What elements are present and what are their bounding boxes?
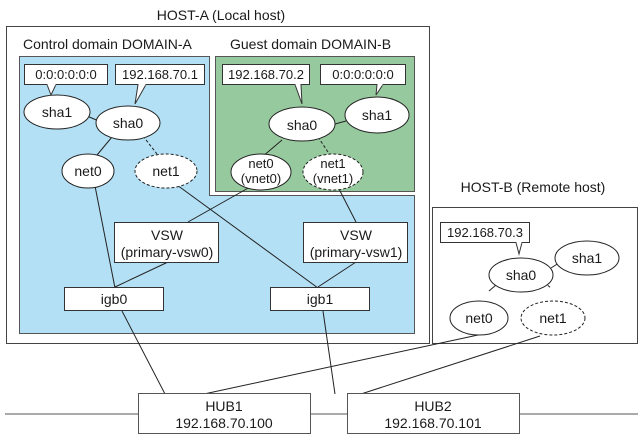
nic-igb1: igb1 [270, 287, 370, 311]
addr-text: 192.168.70.1 [122, 67, 198, 82]
svg-text:sha0: sha0 [287, 117, 318, 133]
link-hostb-net0-hub1 [203, 334, 479, 395]
svg-text:VSW: VSW [340, 227, 373, 243]
addr-box-sha0-a: 192.168.70.1 [115, 64, 205, 105]
link-vsw0-igb0 [114, 261, 169, 288]
link-igb0-hub1 [121, 310, 166, 395]
nic-igb0: igb0 [64, 287, 164, 311]
node-sha1-b: sha1 [344, 96, 410, 134]
link-sha0-net0-a [96, 136, 113, 156]
addr-text: 0:0:0:0:0:0 [332, 67, 393, 82]
connection-lines [86, 115, 563, 395]
node-sha0-b: sha0 [268, 106, 336, 142]
svg-text:192.168.70.101: 192.168.70.101 [384, 415, 482, 431]
svg-text:net1: net1 [320, 156, 345, 171]
addr-text: 192.168.70.3 [447, 225, 523, 240]
addr-box-sha0-hostb: 192.168.70.3 [440, 222, 530, 256]
node-net0-vnet0: net0 (vnet0) [230, 153, 292, 191]
svg-text:net0: net0 [74, 163, 101, 179]
svg-text:net0: net0 [248, 156, 273, 171]
hub-1: HUB1 192.168.70.100 [138, 393, 311, 434]
link-sha0-net1-a [142, 135, 158, 155]
svg-text:(primary-vsw1): (primary-vsw1) [310, 244, 403, 260]
svg-text:sha1: sha1 [42, 104, 73, 120]
svg-text:HUB2: HUB2 [414, 398, 452, 414]
vsw-primary-vsw1: VSW (primary-vsw1) [303, 222, 408, 263]
svg-text:192.168.70.100: 192.168.70.100 [175, 415, 273, 431]
svg-text:VSW: VSW [151, 227, 184, 243]
addr-box-sha1-b: 0:0:0:0:0:0 [320, 64, 406, 96]
svg-text:(primary-vsw0): (primary-vsw0) [121, 244, 214, 260]
link-vsw1-igb1 [317, 261, 357, 288]
svg-text:igb0: igb0 [101, 291, 128, 307]
svg-text:(vnet0): (vnet0) [241, 171, 281, 186]
link-vnet0-vsw0 [187, 186, 251, 223]
addr-box-sha1-a: 0:0:0:0:0:0 [24, 64, 108, 97]
node-net1-hostb: net1 [520, 300, 586, 336]
svg-text:sha0: sha0 [506, 267, 537, 283]
addr-text: 192.168.70.2 [228, 67, 304, 82]
vsw-primary-vsw0: VSW (primary-vsw0) [114, 222, 219, 263]
addr-text: 0:0:0:0:0:0 [35, 67, 96, 82]
svg-text:sha1: sha1 [572, 250, 603, 266]
host-a-title: HOST-A (Local host) [157, 7, 285, 23]
control-domain-title: Control domain DOMAIN-A [23, 36, 192, 52]
host-b-title: HOST-B (Remote host) [461, 179, 606, 195]
node-net1-a: net1 [134, 153, 198, 189]
node-sha1-hostb: sha1 [554, 240, 620, 276]
node-sha0-hostb: sha0 [488, 257, 554, 293]
link-hostb-net1-hub2 [360, 335, 541, 395]
node-sha0-a: sha0 [95, 105, 161, 141]
svg-text:net0: net0 [465, 310, 492, 326]
link-sha0-net1-b [317, 136, 331, 156]
link-net1-igb1 [176, 184, 319, 289]
svg-text:net1: net1 [539, 310, 566, 326]
svg-text:net1: net1 [152, 163, 179, 179]
addr-box-sha0-b: 192.168.70.2 [222, 64, 310, 105]
svg-text:igb1: igb1 [307, 291, 334, 307]
svg-text:sha1: sha1 [362, 107, 393, 123]
node-net0-a: net0 [61, 153, 115, 189]
link-igb1-hub2 [322, 310, 336, 395]
link-sha0-sha1-b [334, 120, 347, 125]
guest-domain-title: Guest domain DOMAIN-B [230, 36, 391, 52]
node-net1-vnet1: net1 (vnet1) [302, 153, 364, 191]
link-net0-igb0 [94, 185, 116, 289]
node-net0-hostb: net0 [449, 300, 509, 336]
svg-text:(vnet1): (vnet1) [313, 171, 353, 186]
link-vnet1-vsw1 [338, 188, 357, 223]
svg-text:sha0: sha0 [113, 115, 144, 131]
node-sha1-a: sha1 [23, 94, 91, 130]
svg-text:HUB1: HUB1 [205, 398, 243, 414]
hub-2: HUB2 192.168.70.101 [347, 393, 520, 434]
